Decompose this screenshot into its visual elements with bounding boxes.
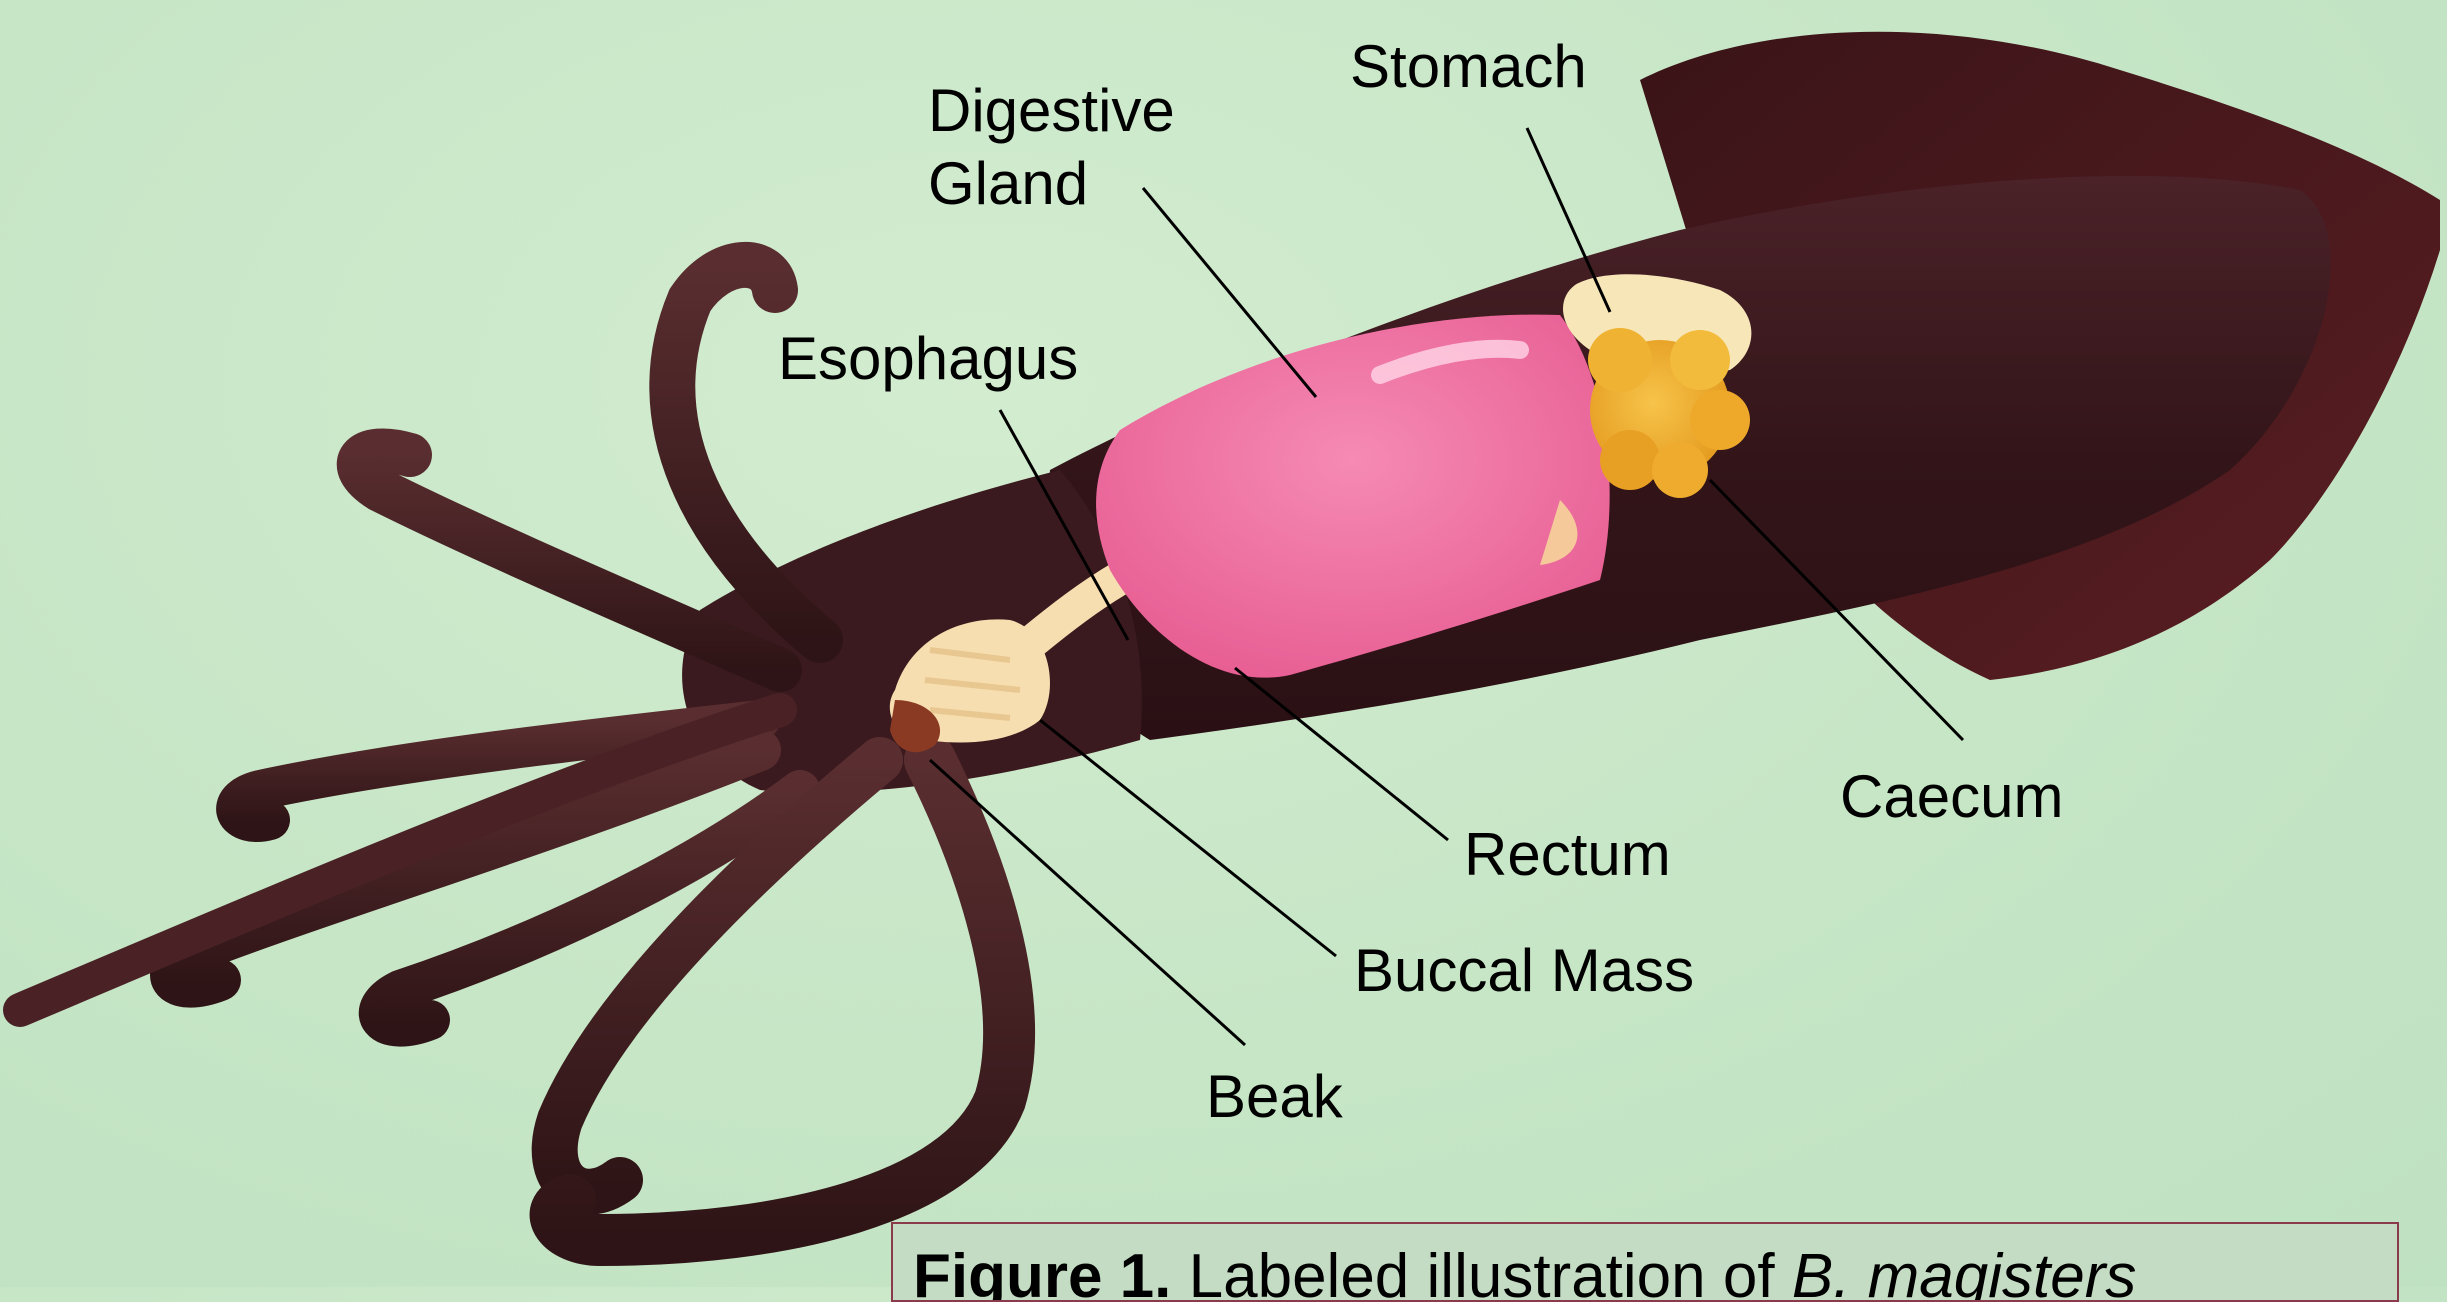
figure-label: Figure 1. <box>913 1242 1171 1302</box>
caecum-label: Caecum <box>1840 760 2063 833</box>
rectum-label: Rectum <box>1464 818 1671 891</box>
caption-text: Figure 1. Labeled illustration of B. mag… <box>913 1242 2136 1302</box>
buccal-mass-label: Buccal Mass <box>1354 934 1694 1007</box>
esophagus-label: Esophagus <box>778 322 1078 395</box>
species-name: B. magisters <box>1792 1242 2137 1302</box>
arms <box>20 265 1009 1240</box>
beak-label: Beak <box>1206 1060 1343 1133</box>
caption-body: Labeled illustration of <box>1189 1242 1775 1302</box>
buccal-mass-leader <box>1040 720 1336 956</box>
digestive-gland-label: Digestive Gland <box>928 74 1175 220</box>
figure-caption: Figure 1. Labeled illustration of B. mag… <box>891 1222 2399 1302</box>
stomach-label: Stomach <box>1350 30 1587 103</box>
